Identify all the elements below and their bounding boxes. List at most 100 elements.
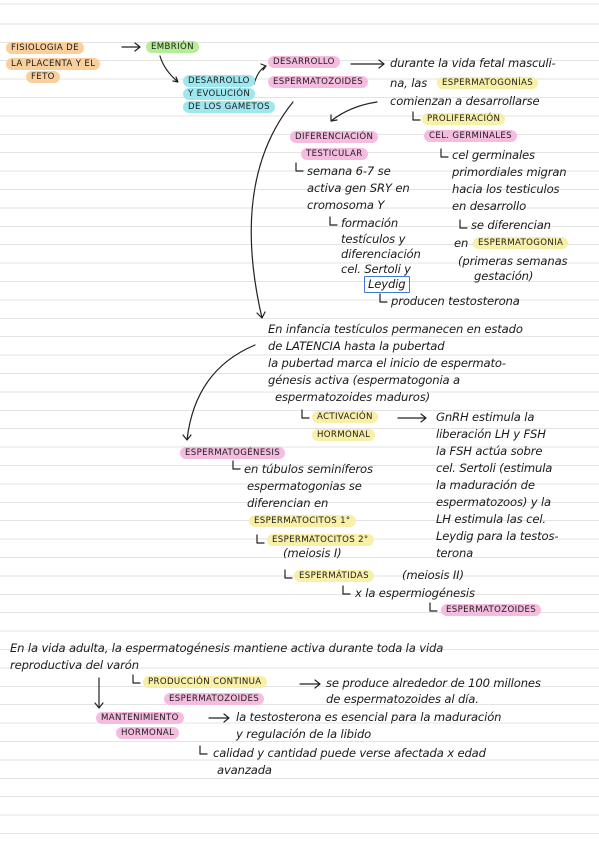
- text-cel-3: hacia los testiculos: [452, 182, 560, 196]
- heading-cel-germinales: CEL. GERMINALES: [424, 130, 517, 142]
- hook-testosterona: [379, 293, 388, 303]
- text-formacion-1: formación: [341, 216, 399, 230]
- text-formacion-3: diferenciación: [341, 247, 421, 261]
- heading-desarrollo-esp-line1: DESARROLLO: [268, 56, 340, 68]
- heading-fisiologia-line3: FETO: [26, 71, 60, 83]
- heading-embrion: EMBRIÓN: [146, 41, 199, 53]
- text-cel-4: en desarrollo: [452, 199, 527, 213]
- hook-cel-germinales: [440, 148, 449, 158]
- heading-espermatogonia: ESPERMATOGONIA: [473, 237, 569, 249]
- text-gnrh-9: terona: [436, 546, 474, 560]
- heading-desarrollo-esp-line2: ESPERMATOZOIDES: [268, 76, 369, 88]
- text-prod-1: se produce alrededor de 100 millones: [326, 676, 541, 690]
- heading-activacion-line2: HORMONAL: [312, 429, 376, 441]
- hook-espermatozoides: [429, 602, 438, 612]
- heading-diferenciacion-line1: DIFERENCIACIÓN: [290, 131, 379, 143]
- text-gnrh-5: la maduración de: [436, 478, 535, 492]
- heading-espermatogonias: ESPERMATOGONÍAS: [437, 77, 539, 89]
- text-infancia-5: espermatozoides maduros): [275, 390, 431, 404]
- text-gnrh-1: GnRH estimula la: [436, 410, 535, 424]
- hook-calidad: [199, 745, 208, 755]
- text-tubulos-3: diferencian en: [247, 496, 329, 510]
- text-mant-2: y regulación de la libido: [236, 727, 372, 741]
- long-arrow-to-infancia: [250, 101, 294, 319]
- text-semana-2: activa gen SRY en: [307, 181, 410, 195]
- text-tubulos-1: en túbulos seminíferos: [244, 462, 373, 476]
- heading-espermatidas: ESPERMÁTIDAS: [294, 570, 374, 582]
- heading-espermatogenesis: ESPERMATOGÉNESIS: [180, 447, 286, 459]
- text-meiosis-2: (meiosis II): [402, 568, 464, 582]
- arrow-produccion-se-produce: [299, 679, 321, 689]
- text-meiosis-1: (meiosis I): [283, 546, 342, 560]
- text-formacion-4: cel. Sertoli y: [341, 262, 411, 276]
- arrow-fisiologia-embrion: [121, 42, 141, 52]
- text-adulta-2: reproductiva del varón: [10, 658, 139, 672]
- text-prod-2: de espermatozoides al día.: [326, 692, 479, 706]
- heading-fisiologia-line1: FISIOLOGIA DE: [6, 42, 84, 54]
- heading-mantenimiento-line2: HORMONAL: [116, 727, 180, 739]
- text-cel-6: en: [454, 236, 469, 250]
- text-cel-1: cel germinales: [452, 148, 535, 162]
- boxed-leydig: Leydig: [364, 276, 410, 293]
- text-semana-1: semana 6-7 se: [307, 164, 391, 178]
- text-testosterona: producen testosterona: [391, 294, 520, 308]
- arrow-mantenimiento-testosterona: [208, 713, 230, 723]
- text-infancia-1: En infancia testículos permanecen en est…: [268, 322, 523, 336]
- text-espermiogenesis: x la espermiogénesis: [355, 586, 475, 600]
- arrow-down-mantenimiento: [94, 677, 104, 709]
- arrow-activacion-gnrh: [397, 413, 427, 423]
- heading-espermatozoides: ESPERMATOZOIDES: [441, 604, 542, 616]
- heading-espermatocitos-1: ESPERMATOCITOS 1°: [249, 515, 356, 527]
- text-gnrh-6: espermatozoos) y la: [436, 495, 552, 509]
- text-vida-fetal-1: durante la vida fetal masculi-: [390, 56, 556, 70]
- text-gnrh-7: LH estimula las cel.: [436, 512, 546, 526]
- text-cel-5: se diferencian: [471, 218, 551, 232]
- heading-desarrollo-line3: DE LOS GAMETOS: [183, 101, 275, 113]
- text-semana-3: cromosoma Y: [307, 198, 385, 212]
- text-infancia-4: génesis activa (espermatogonia a: [268, 373, 460, 387]
- hook-espermatidas: [284, 569, 293, 579]
- heading-produccion-line1: PRODUCCIÓN CONTINUA: [143, 676, 267, 688]
- arrow-comienzan-diferenciacion: [330, 101, 378, 122]
- arrow-embrion-desarrollo: [159, 55, 179, 83]
- hook-semana: [295, 162, 304, 172]
- arrow-infancia-espermatogenesis: [182, 344, 256, 441]
- hook-espermiogenesis: [342, 585, 351, 595]
- text-mant-3: calidad y cantidad puede verse afectada …: [213, 746, 486, 760]
- heading-produccion-line2: ESPERMATOZOIDES: [164, 693, 265, 705]
- hook-activacion: [301, 409, 310, 419]
- heading-diferenciacion-line2: TESTICULAR: [301, 148, 368, 160]
- text-cel-8: gestación): [474, 269, 534, 283]
- text-gnrh-4: cel. Sertoli (estimula: [436, 461, 553, 475]
- heading-desarrollo-line1: DESARROLLO: [183, 75, 255, 87]
- text-cel-2: primordiales migran: [452, 165, 567, 179]
- text-infancia-2: de LATENCIA hasta la pubertad: [268, 339, 445, 353]
- heading-proliferacion: PROLIFERACIÓN: [422, 113, 506, 125]
- heading-espermatocitos-2: ESPERMATOCITOS 2°: [267, 534, 374, 546]
- hook-se-diferencian: [459, 219, 468, 229]
- text-vida-fetal-3: comienzan a desarrollarse: [390, 94, 540, 108]
- text-cel-7: (primeras semanas: [458, 254, 568, 268]
- text-gnrh-3: la FSH actúa sobre: [436, 444, 543, 458]
- text-mant-4: avanzada: [217, 763, 272, 777]
- hook-espermatocitos-2: [256, 534, 265, 544]
- hook-proliferacion: [412, 111, 421, 121]
- text-tubulos-2: espermatogonias se: [247, 479, 362, 493]
- text-formacion-2: testículos y: [341, 232, 406, 246]
- text-mant-1: la testosterona es esencial para la madu…: [236, 710, 502, 724]
- hook-formacion: [329, 216, 338, 226]
- text-gnrh-8: Leydig para la testos-: [436, 529, 559, 543]
- heading-fisiologia-line2: LA PLACENTA Y EL: [6, 58, 101, 70]
- hook-tubulos: [232, 460, 241, 470]
- heading-mantenimiento-line1: MANTENIMIENTO: [96, 712, 184, 724]
- heading-desarrollo-line2: Y EVOLUCIÓN: [183, 88, 256, 100]
- text-gnrh-2: liberación LH y FSH: [436, 427, 546, 441]
- text-vida-fetal-2: na, las: [390, 76, 428, 90]
- text-adulta-1: En la vida adulta, la espermatogénesis m…: [10, 641, 444, 655]
- arrow-desarrollo-espermatozoides: [253, 63, 267, 85]
- arrow-espermatozoides-vida-fetal: [350, 59, 385, 69]
- hook-produccion: [132, 674, 141, 684]
- text-infancia-3: la pubertad marca el inicio de espermato…: [268, 356, 506, 370]
- heading-activacion-line1: ACTIVACIÓN: [312, 411, 378, 423]
